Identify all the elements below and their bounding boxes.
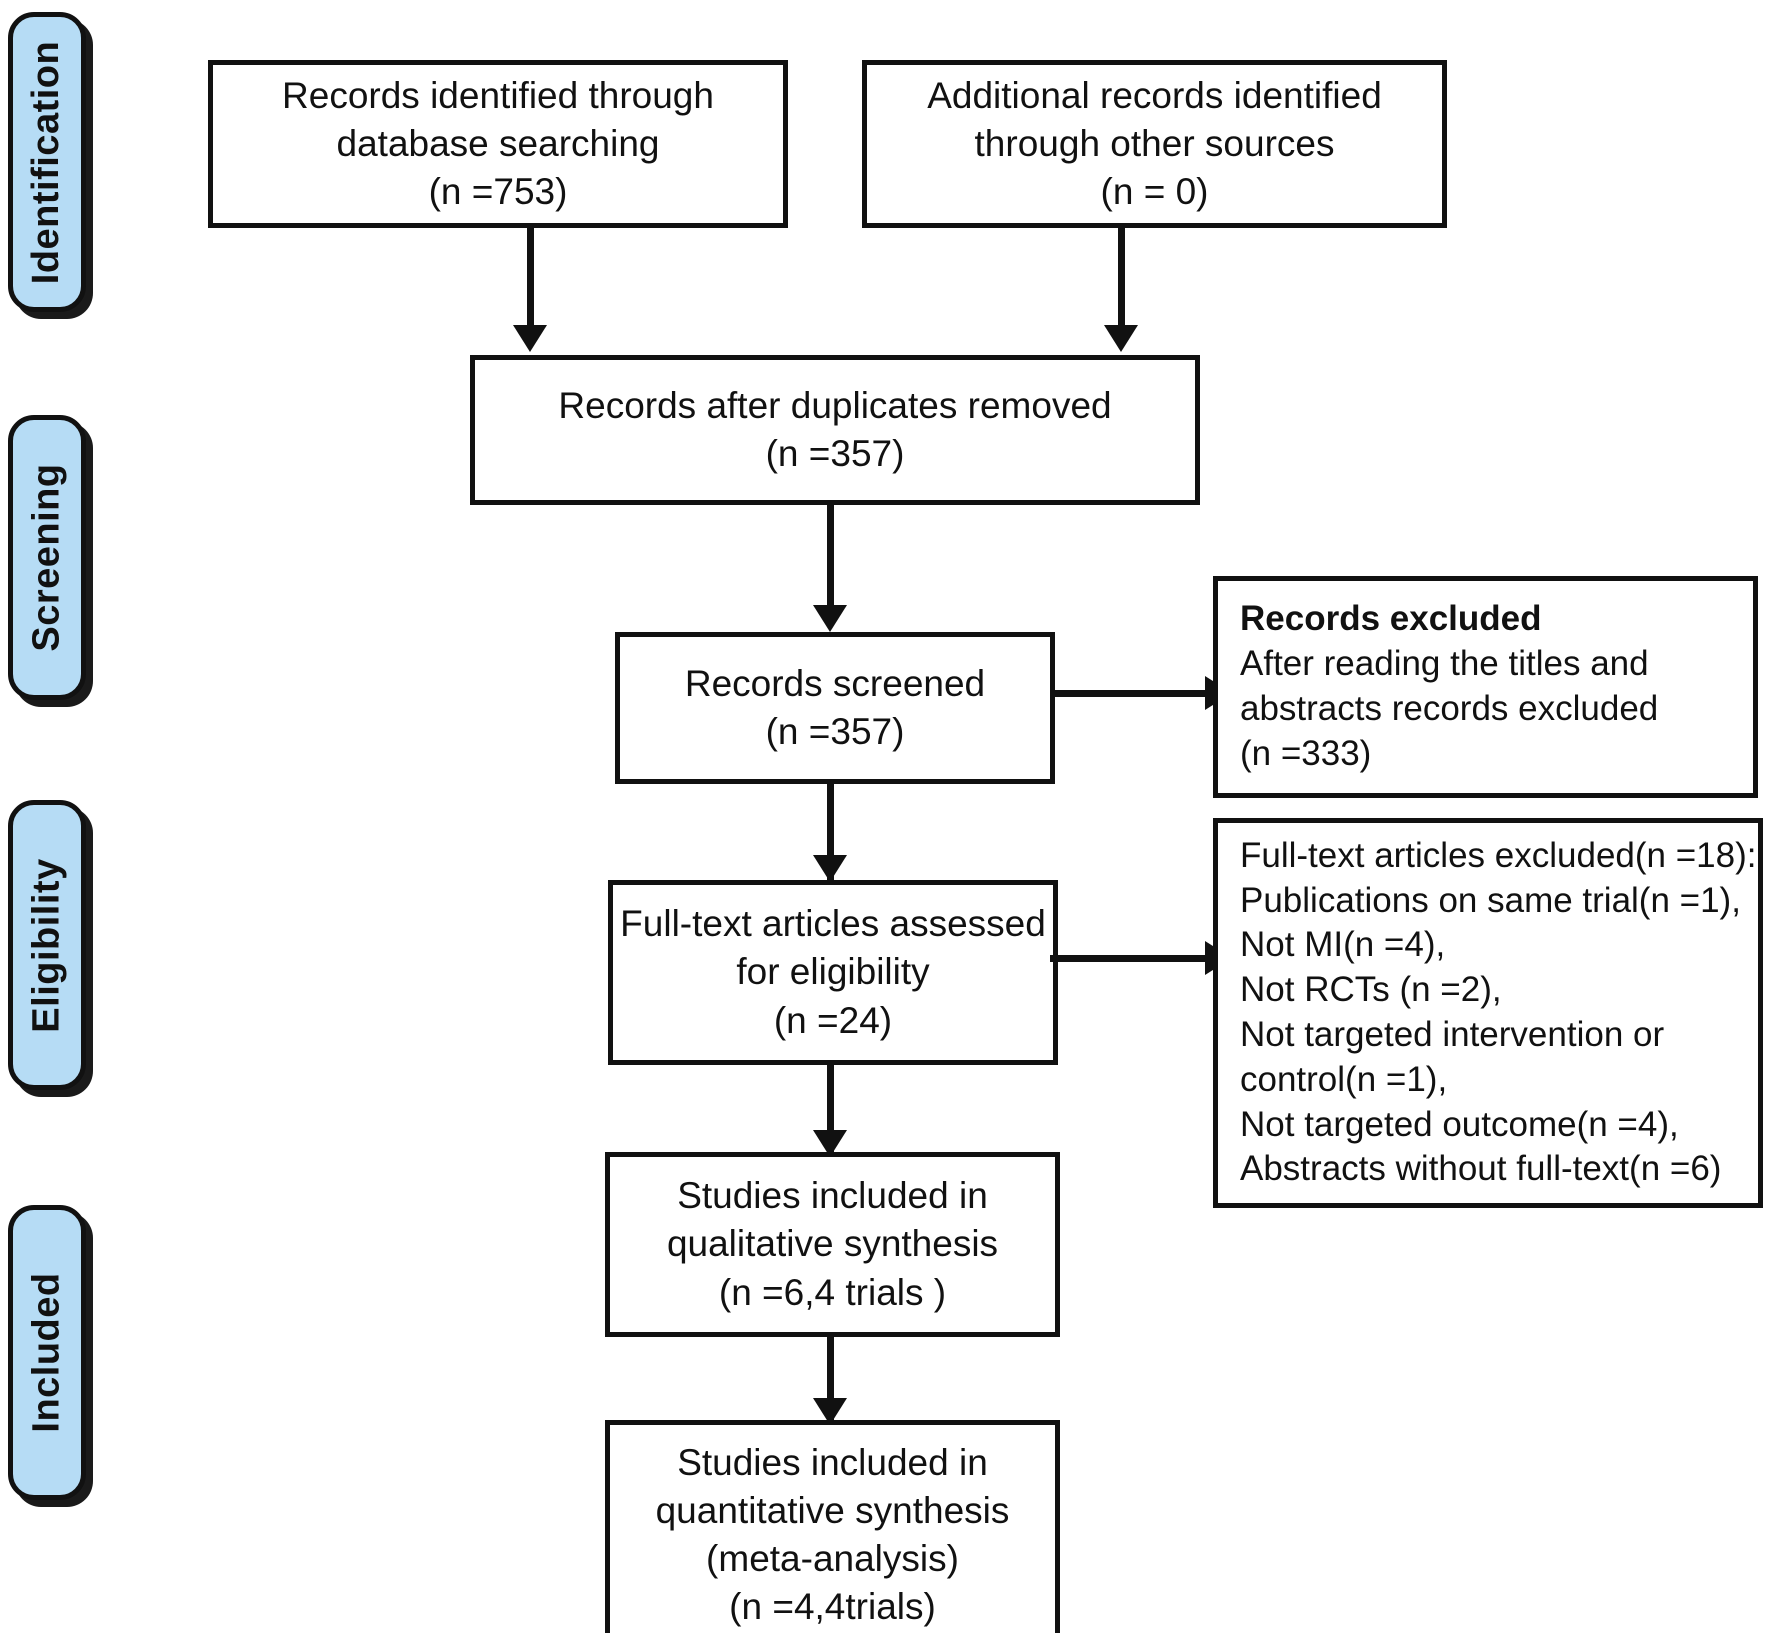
box-line: through other sources [974, 122, 1335, 164]
connector-fulltext-to-qualitative [827, 1065, 834, 1160]
box-line: quantitative synthesis [655, 1489, 1010, 1531]
box-heading: Records excluded [1240, 599, 1542, 639]
box-line: Not MI(n =4), [1240, 925, 1446, 965]
box-records-excluded: Records excluded After reading the title… [1213, 576, 1758, 798]
box-line: Records after duplicates removed [558, 384, 1112, 426]
box-database-searching: Records identified through database sear… [208, 60, 788, 228]
connector-fulltext-to-excluded [1050, 955, 1220, 962]
box-line: Records screened [684, 662, 986, 704]
box-line: qualitative synthesis [666, 1223, 999, 1265]
box-line: (n =357) [765, 711, 905, 752]
box-fulltext-excluded: Full-text articles excluded(n =18): Publ… [1213, 818, 1763, 1208]
stage-tab-identification: Identification [8, 12, 86, 312]
box-line: (n =24) [773, 999, 893, 1041]
box-records-screened: Records screened (n =357) [615, 632, 1055, 784]
box-qualitative-synthesis: Studies included in qualitative synthesi… [605, 1152, 1060, 1337]
box-line: Not RCTs (n =2), [1240, 970, 1502, 1010]
stage-label-identification: Identification [25, 40, 68, 284]
box-line: Not targeted outcome(n =4), [1240, 1104, 1679, 1144]
box-quantitative-synthesis: Studies included in quantitative synthes… [605, 1420, 1060, 1633]
box-line: (meta-analysis) [706, 1538, 959, 1579]
stage-label-eligibility: Eligibility [25, 857, 68, 1033]
box-line: abstracts records excluded [1240, 689, 1659, 728]
box-line: Publications on same trial(n =1), [1240, 880, 1741, 920]
connector-screened-to-excluded [1055, 690, 1215, 697]
connector-db-to-duplicates [527, 228, 534, 336]
box-line: Additional records identified [927, 74, 1382, 116]
box-heading-row: Full-text articles excluded(n =18): [1240, 834, 1757, 879]
box-line: (n =333) [1240, 733, 1372, 773]
box-line: (n =753) [428, 171, 568, 213]
box-fulltext-assessed: Full-text articles assessed for eligibil… [608, 880, 1058, 1065]
box-line: Not targeted intervention or [1240, 1015, 1665, 1054]
box-line: Records identified through [282, 74, 714, 116]
box-line: Full-text articles assessed [620, 903, 1046, 945]
arrowhead-duplicates-to-screened [813, 605, 847, 632]
box-line: (n = 0) [1100, 171, 1209, 213]
box-line: (n =6,4 trials ) [718, 1271, 947, 1313]
connector-duplicates-to-screened [827, 505, 834, 615]
box-line: (n =357) [765, 433, 905, 474]
arrowhead-screened-to-fulltext [813, 855, 847, 882]
stage-label-included: Included [25, 1272, 68, 1433]
arrowhead-other-to-duplicates [1104, 325, 1138, 352]
arrowhead-db-to-duplicates [513, 325, 547, 352]
box-line: control(n =1), [1240, 1059, 1448, 1099]
box-heading-suffix: (n =18): [1634, 835, 1757, 875]
stage-tab-screening: Screening [8, 415, 86, 700]
box-line: for eligibility [736, 951, 930, 993]
box-line: After reading the titles and [1240, 644, 1649, 684]
stage-label-screening: Screening [25, 463, 68, 652]
stage-tab-included: Included [8, 1205, 86, 1500]
box-heading: Full-text articles excluded [1240, 835, 1635, 875]
connector-qualitative-to-quantitative [827, 1337, 834, 1427]
box-other-sources: Additional records identified through ot… [862, 60, 1447, 228]
connector-screened-to-fulltext [827, 784, 834, 884]
box-line: Abstracts without full-text(n =6) [1240, 1149, 1722, 1189]
box-line: Studies included in [677, 1441, 988, 1483]
box-line: database searching [336, 122, 660, 164]
connector-other-to-duplicates [1118, 228, 1125, 336]
box-duplicates-removed: Records after duplicates removed (n =357… [470, 355, 1200, 505]
box-line: Studies included in [677, 1175, 988, 1217]
box-line: (n =4,4trials) [729, 1586, 936, 1628]
stage-tab-eligibility: Eligibility [8, 800, 86, 1090]
